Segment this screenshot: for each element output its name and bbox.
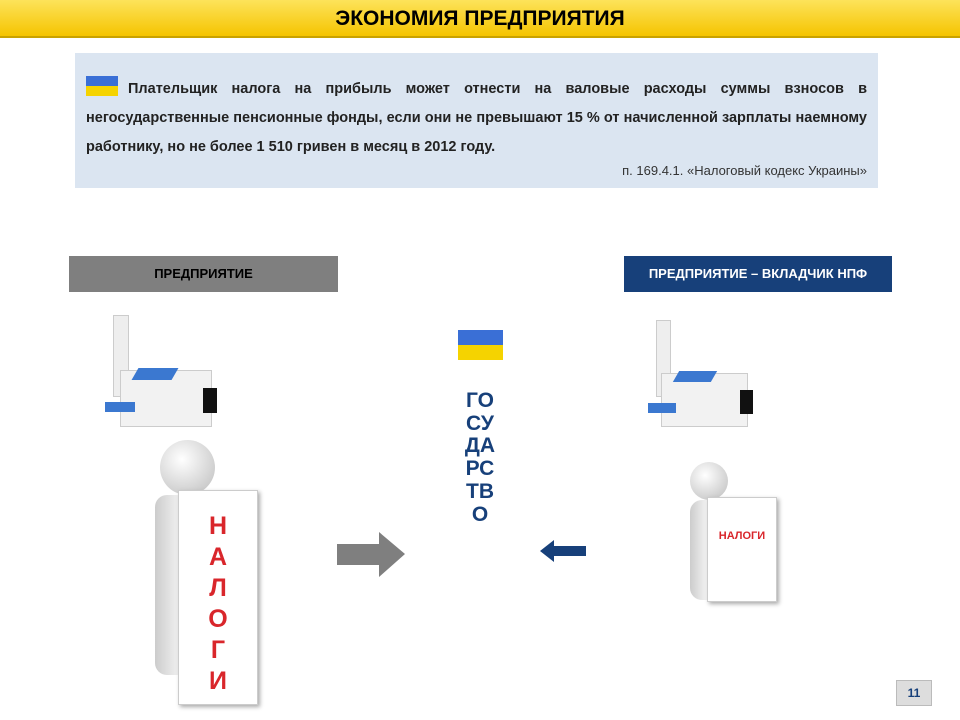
- right-arrow-icon: [337, 532, 405, 577]
- info-text: Плательщик налога на прибыль может отнес…: [86, 81, 867, 155]
- page-number: 11: [896, 680, 932, 706]
- right-header: ПРЕДПРИЯТИЕ – ВКЛАДЧИК НПФ: [624, 256, 892, 292]
- factory-icon: [628, 318, 768, 433]
- left-arrow-icon: [540, 540, 586, 562]
- left-header: ПРЕДПРИЯТИЕ: [69, 256, 338, 292]
- person-figure: НАЛОГИ: [150, 440, 270, 710]
- info-box: Плательщик налога на прибыль может отнес…: [75, 53, 878, 188]
- state-label: ГОСУДАРСТВО: [464, 389, 496, 526]
- left-tax-sign: НАЛОГИ: [178, 490, 258, 705]
- right-tax-sign: НАЛОГИ: [707, 497, 777, 602]
- factory-icon: [85, 310, 235, 430]
- slide-title: ЭКОНОМИЯ ПРЕДПРИЯТИЯ: [0, 0, 960, 38]
- ukraine-flag-icon: [458, 330, 503, 360]
- person-figure: НАЛОГИ: [685, 462, 785, 612]
- ukraine-flag-icon: [86, 76, 118, 96]
- info-source: п. 169.4.1. «Налоговый кодекс Украины»: [622, 163, 867, 178]
